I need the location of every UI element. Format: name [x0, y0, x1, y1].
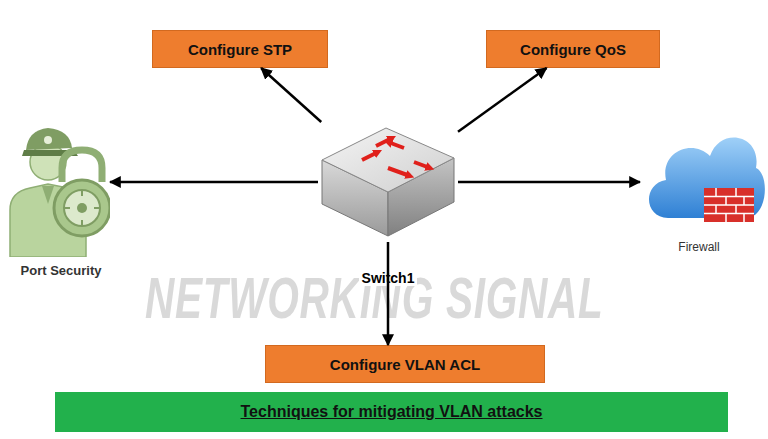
firewall-mortar: [704, 188, 754, 222]
arrow-connector: [458, 181, 640, 184]
config-box: Configure QoS: [486, 30, 660, 68]
firewall-wall: [704, 188, 754, 222]
arrow-connector: [110, 181, 318, 184]
lock-dial-ticks: [64, 190, 100, 226]
lock-body: [54, 180, 110, 236]
switch-arrow: [362, 152, 378, 160]
switch-top-face: [322, 128, 454, 192]
title-band: Techniques for mitigating VLAN attacks: [55, 392, 728, 432]
config-box: Configure STP: [152, 30, 328, 68]
cloud-icon: [640, 118, 765, 230]
firewall-bricks: [704, 188, 754, 222]
guard-badge: [44, 136, 52, 144]
arrow-connector: [458, 68, 547, 132]
switch-node: Switch1: [318, 122, 458, 286]
arrow-connector: [387, 242, 390, 345]
arrow-connector: [261, 68, 321, 122]
box-label: Configure VLAN ACL: [330, 356, 480, 373]
lock-dial: [64, 190, 100, 226]
switch-arrow: [388, 168, 410, 176]
box-label: Configure QoS: [520, 41, 626, 58]
port-security-node: Port Security: [0, 112, 122, 278]
firewall-node: Firewall: [630, 118, 768, 254]
guard-icon: [2, 112, 110, 257]
lock-dial-center: [77, 203, 87, 213]
icon-caption: Switch1: [359, 270, 418, 286]
lock-shackle: [62, 150, 102, 182]
switch-icon: [318, 122, 458, 242]
config-box: Configure VLAN ACL: [265, 345, 545, 383]
box-label: Configure STP: [188, 41, 292, 58]
guard-collar: [42, 186, 54, 204]
title-text: Techniques for mitigating VLAN attacks: [241, 403, 543, 421]
switch-arrow: [388, 142, 404, 148]
guard-cap: [26, 128, 72, 150]
icon-caption: Firewall: [675, 240, 722, 254]
switch-arrow: [414, 162, 430, 168]
icon-caption: Port Security: [18, 263, 105, 278]
